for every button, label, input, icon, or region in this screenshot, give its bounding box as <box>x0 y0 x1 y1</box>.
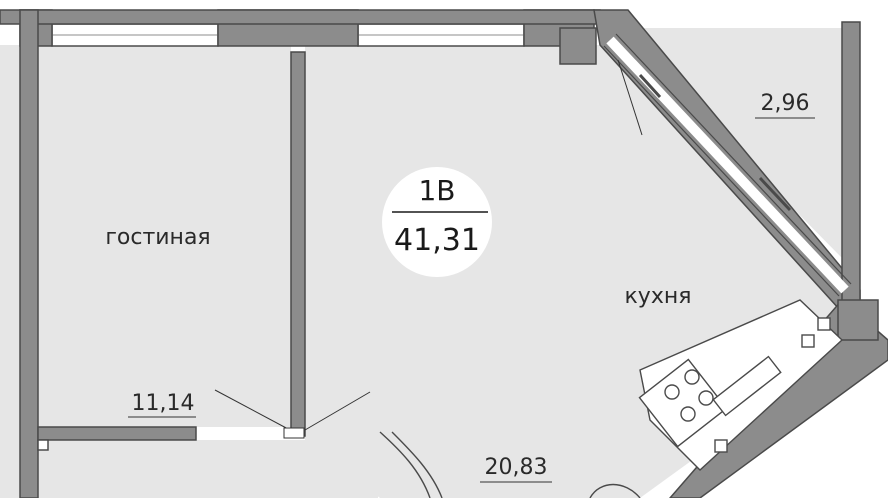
door-jamb <box>283 427 305 439</box>
room-labels: гостиная 11,14 кухня 20,83 2,96 <box>105 91 815 483</box>
wall-partition <box>290 51 306 437</box>
bath-curve <box>589 483 641 498</box>
lower-fixtures <box>379 431 641 498</box>
living-room-floor <box>38 45 291 427</box>
wall-living-bottom <box>37 426 197 441</box>
stove-burner-1 <box>664 384 680 400</box>
diagonal-window <box>603 33 852 297</box>
unit-total-area: 41,31 <box>394 223 480 258</box>
pillar-lower-right <box>837 299 879 341</box>
unit-type: 1В <box>418 174 455 207</box>
door-swing-kitchen <box>304 391 371 431</box>
counter-box-1 <box>801 334 815 348</box>
kitchen-area: 20,83 <box>485 455 548 480</box>
stove-burner-2 <box>684 369 700 385</box>
door-swings <box>214 389 371 439</box>
wall-left <box>19 9 39 498</box>
balcony-area: 2,96 <box>761 91 810 116</box>
living-room-name: гостиная <box>105 225 210 250</box>
stair-curve <box>379 431 431 498</box>
door-swing-living <box>214 389 291 431</box>
kitchen-counter <box>638 299 844 471</box>
wall-top-band <box>0 9 601 25</box>
pillar-top-right <box>559 27 597 65</box>
unit-badge: 1В 41,31 <box>382 167 492 277</box>
unit-badge-circle <box>382 167 492 277</box>
wall-balcony-right <box>841 21 861 313</box>
stove <box>638 358 728 448</box>
kitchen-name: кухня <box>625 284 692 309</box>
living-room-area: 11,14 <box>132 391 195 416</box>
left-corridor-floor <box>0 45 20 498</box>
balcony-door-swing <box>617 59 643 136</box>
pillar-small <box>37 439 49 451</box>
counter-box-2 <box>817 317 831 331</box>
counter-box-3 <box>714 439 728 453</box>
stove-burner-4 <box>698 390 714 406</box>
stove-burner-3 <box>680 406 696 422</box>
sink <box>712 355 782 417</box>
